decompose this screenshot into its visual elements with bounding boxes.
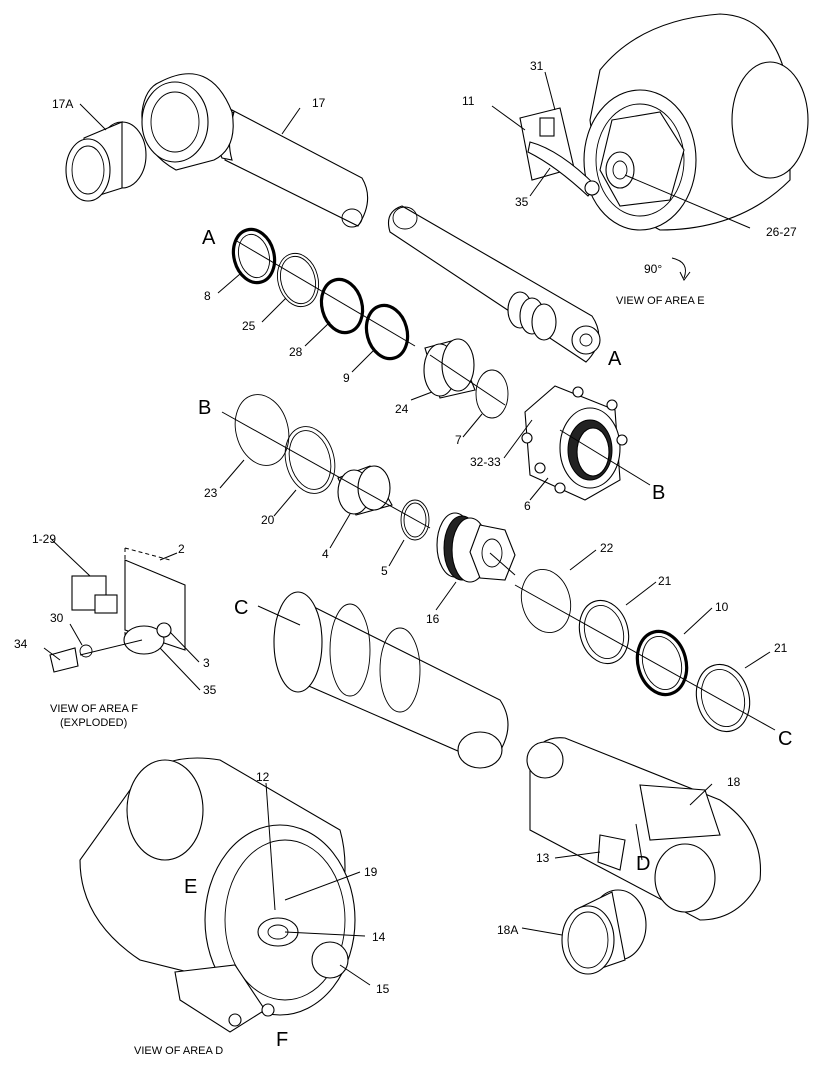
callout-22: 22	[600, 541, 614, 555]
ring-5	[400, 499, 430, 541]
seal-22	[520, 569, 572, 633]
letter-e: E	[184, 876, 197, 898]
letter-a-right: A	[608, 348, 622, 370]
section-letters: A A B B C C D E F	[184, 227, 792, 1051]
callout-16: 16	[426, 612, 440, 626]
callout-leaders	[43, 71, 771, 986]
callout-6: 6	[524, 499, 531, 513]
callout-24: 24	[395, 402, 409, 416]
view-of-area-f	[49, 547, 186, 673]
bearing-17a	[65, 121, 147, 202]
letter-c-left: C	[234, 597, 248, 619]
callout-labels: 17A 17 31 11 35 26-27 8 25 28 9 24 7 32-…	[14, 59, 797, 996]
rotation-label: 90°	[644, 262, 662, 276]
callout-21-a: 21	[658, 574, 672, 588]
letter-f: F	[276, 1029, 288, 1051]
captions: 90° VIEW OF AREA E VIEW OF AREA F (EXPLO…	[50, 262, 705, 1057]
caption-view-of-area-d: VIEW OF AREA D	[134, 1045, 223, 1057]
callout-17a: 17A	[52, 97, 73, 111]
letter-b-left: B	[198, 397, 211, 419]
callout-15: 15	[376, 982, 390, 996]
seal-9	[364, 303, 410, 361]
callout-1-29: 1-29	[32, 532, 56, 546]
bearing-4	[337, 465, 393, 516]
view-of-area-e	[519, 13, 809, 231]
callout-30: 30	[50, 611, 64, 625]
piston-rod	[387, 205, 601, 363]
callout-17: 17	[312, 96, 326, 110]
callout-31: 31	[530, 59, 544, 73]
bearing-24	[423, 338, 476, 399]
callout-10: 10	[715, 600, 729, 614]
callout-7: 7	[455, 433, 462, 447]
view-of-area-d-detail	[79, 757, 356, 1033]
bearing-18a	[561, 889, 647, 975]
callout-21-b: 21	[774, 641, 788, 655]
piston-16	[436, 512, 516, 583]
callout-11: 11	[462, 94, 475, 108]
backup-ring-23	[234, 394, 290, 466]
callout-4: 4	[322, 547, 329, 561]
callout-35-e: 35	[515, 195, 529, 209]
callout-23: 23	[204, 486, 218, 500]
head-6	[521, 385, 628, 501]
letter-a-left: A	[202, 227, 216, 249]
rod-assembly-17	[141, 73, 369, 228]
callout-28: 28	[289, 345, 303, 359]
callout-5: 5	[381, 564, 388, 578]
callout-35-f: 35	[203, 683, 217, 697]
callout-18: 18	[727, 775, 741, 789]
ring-21b	[695, 663, 751, 733]
backup-ring-25	[277, 252, 319, 308]
rotation-arrow-icon	[671, 257, 691, 281]
seal-8	[231, 227, 277, 285]
callout-13: 13	[536, 851, 550, 865]
callout-26-27: 26-27	[766, 225, 797, 239]
caption-view-of-area-e: VIEW OF AREA E	[616, 295, 705, 307]
callout-34: 34	[14, 637, 28, 651]
callout-12: 12	[256, 770, 270, 784]
callout-32-33: 32-33	[470, 455, 501, 469]
callout-8: 8	[204, 289, 211, 303]
callout-3: 3	[203, 656, 210, 670]
seal-28	[319, 277, 365, 335]
callout-20: 20	[261, 513, 275, 527]
callout-9: 9	[343, 371, 350, 385]
callout-14: 14	[372, 930, 386, 944]
cylinder-tube	[273, 591, 509, 769]
callout-2: 2	[178, 542, 185, 556]
caption-view-of-area-f: VIEW OF AREA F	[50, 703, 138, 715]
ring-21a	[578, 599, 630, 665]
letter-b-right: B	[652, 482, 665, 504]
letter-c-right: C	[778, 728, 792, 750]
letter-d: D	[636, 853, 650, 875]
caption-exploded: (EXPLODED)	[60, 717, 127, 729]
view-of-area-d	[526, 737, 762, 921]
callout-19: 19	[364, 865, 378, 879]
callout-25: 25	[242, 319, 256, 333]
snap-ring-7	[475, 369, 509, 419]
callout-18a: 18A	[497, 923, 518, 937]
seal-20	[284, 426, 336, 494]
seal-10	[635, 629, 689, 697]
